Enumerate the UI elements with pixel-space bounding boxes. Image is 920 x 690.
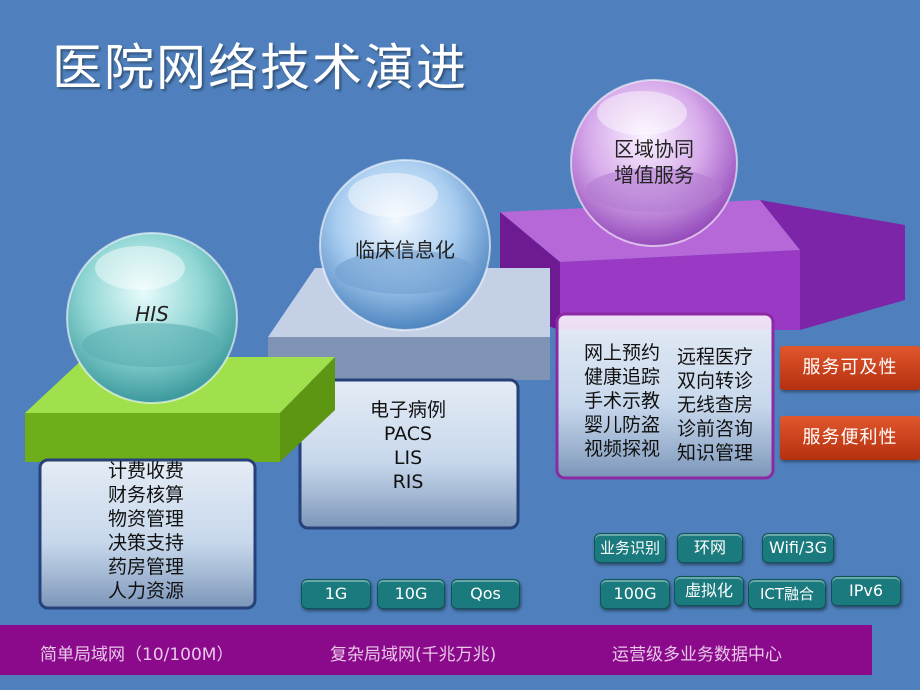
- list-item: 计费收费: [107, 460, 184, 482]
- list-item: 手术示教: [583, 390, 660, 412]
- list-item: 知识管理: [676, 442, 753, 464]
- sphere-his: [66, 232, 238, 404]
- step2-panel: [298, 378, 520, 530]
- regional-label-line-1: 区域协同: [614, 137, 694, 161]
- stage-datacenter: 运营级多业务数据中心: [612, 645, 782, 665]
- regional-label-line-2: 增值服务: [614, 163, 694, 187]
- list-item: 网上预约: [583, 342, 660, 364]
- his-items: 计费收费 财务核算 物资管理 决策支持 药房管理 人力资源: [40, 459, 252, 603]
- list-item: 诊前咨询: [676, 418, 753, 440]
- list-item: 药房管理: [107, 556, 184, 578]
- list-item: 婴儿防盗: [583, 414, 660, 436]
- step3-panel: [555, 312, 775, 480]
- list-item: 远程医疗: [676, 346, 753, 368]
- step1-panel: [38, 458, 257, 610]
- list-item: 无线查房: [676, 394, 753, 416]
- list-item: 决策支持: [107, 532, 184, 554]
- list-item: 健康追踪: [583, 366, 660, 388]
- list-item: 物资管理: [107, 508, 184, 530]
- list-item: 双向转诊: [676, 370, 753, 392]
- stage-complex-lan: 复杂局域网(千兆万兆): [330, 645, 497, 665]
- list-item: 人力资源: [107, 580, 184, 602]
- tag-1g: 1G: [301, 579, 371, 609]
- tag-service-identification: 业务识别: [594, 533, 666, 563]
- tag-virtualization: 虚拟化: [674, 576, 744, 606]
- list-item: 视频探视: [583, 438, 660, 460]
- tag-100g: 100G: [600, 579, 670, 609]
- list-item: 财务核算: [107, 484, 184, 506]
- sphere-regional: [570, 79, 738, 247]
- regional-items-right: 远程医疗 双向转诊 无线查房 诊前咨询 知识管理: [665, 345, 765, 465]
- list-item: PACS: [383, 423, 433, 445]
- tag-ipv6: IPv6: [831, 576, 901, 606]
- regional-items-left: 网上预约 健康追踪 手术示教 婴儿防盗 视频探视: [572, 341, 672, 461]
- sphere-clinical: [319, 159, 491, 331]
- tag-wifi-3g: Wifi/3G: [762, 533, 834, 563]
- his-label: HIS: [135, 302, 169, 326]
- tag-10g: 10G: [377, 579, 445, 609]
- service-accessibility-button: 服务可及性: [780, 346, 920, 390]
- tag-ring-network: 环网: [677, 533, 743, 563]
- clinical-items: 电子病例 PACS LIS RIS: [300, 398, 516, 494]
- tag-ict-fusion: ICT融合: [748, 579, 826, 609]
- clinical-label: 临床信息化: [355, 238, 455, 262]
- stage-simple-lan: 简单局域网（10/100M）: [40, 645, 234, 665]
- list-item: LIS: [393, 447, 423, 469]
- page-title: 医院网络技术演进: [52, 39, 468, 97]
- list-item: 电子病例: [369, 399, 446, 421]
- list-item: RIS: [392, 471, 424, 493]
- service-convenience-button: 服务便利性: [780, 416, 920, 460]
- tag-qos: Qos: [451, 579, 520, 609]
- evolution-bar: [0, 625, 872, 675]
- regional-label: 区域协同 增值服务: [594, 136, 714, 188]
